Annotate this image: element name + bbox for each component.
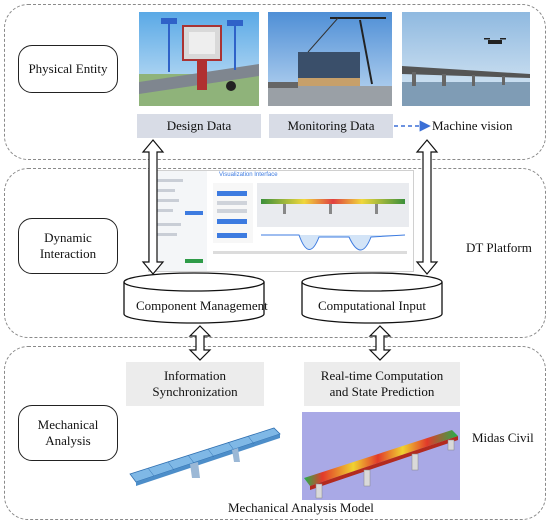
mechanical-analysis-model-caption: Mechanical Analysis Model (228, 500, 374, 515)
dt-platform-label: DT Platform (466, 240, 532, 255)
drone-bridge-image (402, 12, 530, 106)
dynamic-interaction-panel (4, 168, 546, 338)
right-vertical-double-arrow (415, 139, 439, 275)
bridge-wireframe-model (128, 422, 286, 492)
left-vertical-double-arrow (141, 139, 165, 275)
mechanical-analysis-label: Mechanical Analysis (18, 405, 118, 461)
design-rendering-image (139, 12, 259, 106)
design-data-box: Design Data (137, 114, 261, 138)
dynamic-interaction-label: Dynamic Interaction (18, 218, 118, 274)
information-synchronization-box: Information Synchronization (126, 362, 264, 406)
computational-input-label: Computational Input (318, 298, 426, 313)
computation-double-arrow (368, 325, 392, 361)
machine-vision-label: Machine vision (432, 118, 513, 133)
monitoring-data-box: Monitoring Data (269, 114, 393, 138)
visualization-interface-title: Visualization Interface (219, 172, 278, 178)
physical-entity-panel (4, 4, 546, 160)
physical-entity-label: Physical Entity (18, 45, 118, 93)
sync-double-arrow (188, 325, 212, 361)
visualization-interface-screenshot: Visualization Interface (148, 170, 414, 272)
mechanical-analysis-panel (4, 346, 546, 520)
monitoring-photo-image (268, 12, 392, 106)
realtime-computation-box: Real-time Computation and State Predicti… (304, 362, 460, 406)
midas-civil-label: Midas Civil (472, 430, 534, 445)
midas-fem-result (302, 412, 460, 500)
component-management-label: Component Management (136, 298, 268, 313)
